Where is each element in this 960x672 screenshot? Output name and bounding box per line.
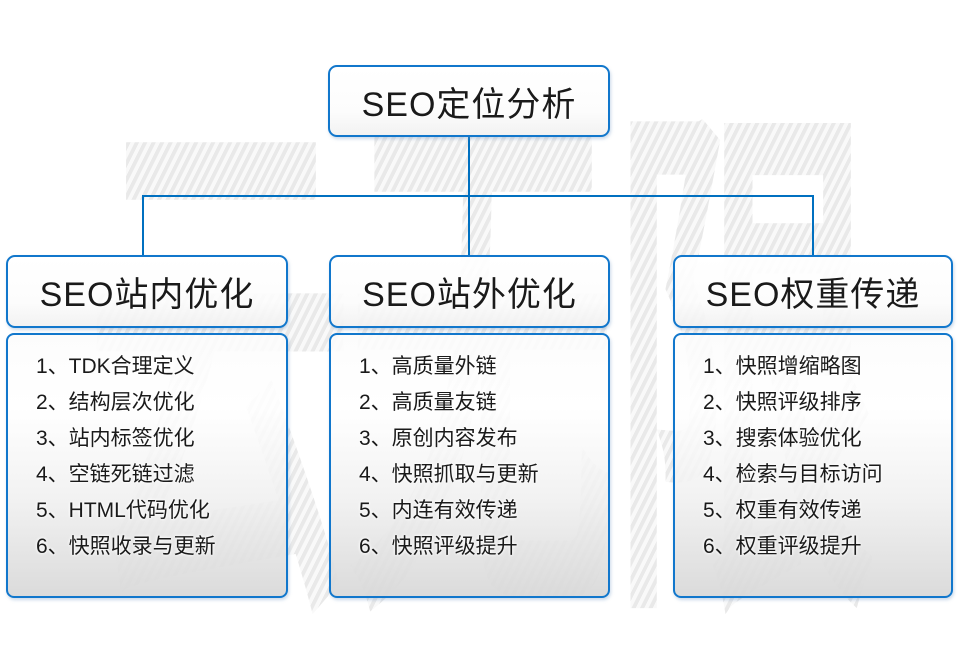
list-item: 3、原创内容发布 — [359, 427, 518, 450]
branch-box-onsite: SEO站内优化 — [6, 255, 288, 328]
branch-box-offsite: SEO站外优化 — [329, 255, 610, 328]
connector-horizontal — [142, 195, 814, 197]
list-item: 1、快照增缩略图 — [703, 355, 862, 378]
branch-box-weight: SEO权重传递 — [673, 255, 953, 328]
list-item: 4、快照抓取与更新 — [359, 463, 539, 486]
list-item: 6、权重评级提升 — [703, 535, 862, 558]
branch-box-offsite-label: SEO站外优化 — [362, 276, 577, 314]
connector-drop-left — [142, 196, 144, 256]
list-item: 3、站内标签优化 — [36, 427, 195, 450]
list-item: 1、TDK合理定义 — [36, 355, 195, 378]
list-item: 1、高质量外链 — [359, 355, 497, 378]
list-item: 5、HTML代码优化 — [36, 499, 210, 522]
list-item: 6、快照收录与更新 — [36, 535, 216, 558]
connector-root-drop — [468, 137, 470, 196]
list-item: 4、检索与目标访问 — [703, 463, 883, 486]
branch-box-weight-label: SEO权重传递 — [705, 276, 921, 314]
list-item: 5、内连有效传递 — [359, 499, 518, 522]
list-item: 2、结构层次优化 — [36, 391, 195, 414]
list-item: 6、快照评级提升 — [359, 535, 518, 558]
list-item: 4、空链死链过滤 — [36, 463, 195, 486]
connector-drop-right — [812, 196, 814, 256]
root-node-label: SEO定位分析 — [361, 85, 577, 124]
list-item: 5、权重有效传递 — [703, 499, 862, 522]
root-node: SEO定位分析 — [328, 65, 610, 137]
list-item: 2、高质量友链 — [359, 391, 497, 414]
branch-list-weight: 1、快照增缩略图 2、快照评级排序 3、搜索体验优化 4、检索与目标访问 5、权重有效传… — [673, 333, 953, 598]
connector-drop-middle — [468, 196, 470, 256]
seo-diagram-page: { "diagram": { "watermark": "云无限", "root… — [6, 65, 953, 640]
list-item: 2、快照评级排序 — [703, 391, 862, 414]
branch-list-onsite: 1、TDK合理定义 2、结构层次优化 3、站内标签优化 4、空链死链过滤 5、HTML代… — [6, 333, 288, 598]
branch-box-onsite-label: SEO站内优化 — [39, 276, 255, 314]
branch-list-offsite: 1、高质量外链 2、高质量友链 3、原创内容发布 4、快照抓取与更新 5、内连有效传递 6… — [329, 333, 610, 598]
list-item: 3、搜索体验优化 — [703, 427, 862, 450]
